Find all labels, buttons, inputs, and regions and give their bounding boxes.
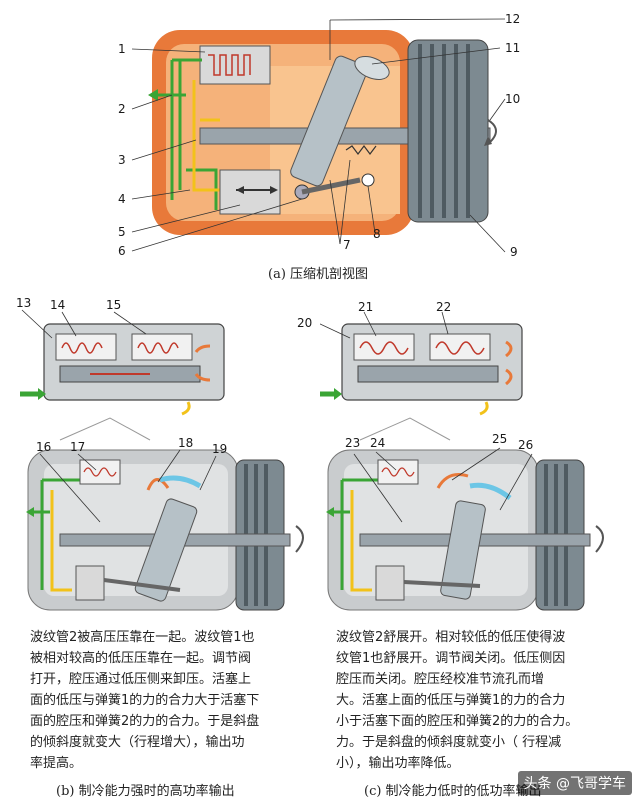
- label-12: 12: [505, 12, 521, 26]
- label-9: 9: [510, 245, 518, 259]
- paragraph-high-output: 波纹管2被高压压靠在一起。波纹管1也 被相对较高的低压压靠在一起。调节阀 打开，…: [30, 630, 260, 771]
- label-16: 16: [36, 440, 52, 454]
- label-24: 24: [370, 436, 386, 450]
- low-output-diagram: [320, 311, 604, 611]
- label-1: 1: [118, 42, 126, 56]
- label-14: 14: [50, 298, 66, 312]
- watermark: 头条 @飞哥学车: [517, 771, 632, 795]
- label-3: 3: [118, 153, 126, 167]
- label-23: 23: [345, 436, 361, 450]
- label-21: 21: [358, 300, 374, 314]
- label-7: 7: [343, 238, 351, 252]
- label-10: 10: [505, 92, 521, 106]
- label-17: 17: [70, 440, 86, 454]
- label-25: 25: [492, 432, 508, 446]
- label-4: 4: [118, 192, 126, 206]
- caption-c: (c) 制冷能力低时的低功率输出: [364, 784, 542, 799]
- label-8: 8: [373, 227, 381, 241]
- label-15: 15: [106, 298, 122, 312]
- label-26: 26: [518, 438, 534, 452]
- label-19: 19: [212, 442, 228, 456]
- caption-b: (b) 制冷能力强时的高功率输出: [56, 784, 235, 799]
- swash-plate: [290, 55, 368, 187]
- label-11: 11: [505, 41, 521, 55]
- label-5: 5: [118, 225, 126, 239]
- control-valve: [199, 45, 271, 85]
- label-6: 6: [118, 244, 126, 258]
- compressor-section-diagram: [131, 18, 506, 253]
- label-22: 22: [436, 300, 452, 314]
- caption-a: (a) 压缩机剖视图: [268, 267, 369, 282]
- high-output-diagram: [20, 309, 304, 611]
- paragraph-low-output: 波纹管2舒展开。相对较低的低压使得波 纹管1也舒展开。调节阀关闭。低压侧因 腔压…: [336, 630, 579, 771]
- label-18: 18: [178, 436, 194, 450]
- label-13: 13: [16, 296, 32, 310]
- label-2: 2: [118, 102, 126, 116]
- label-20: 20: [297, 316, 313, 330]
